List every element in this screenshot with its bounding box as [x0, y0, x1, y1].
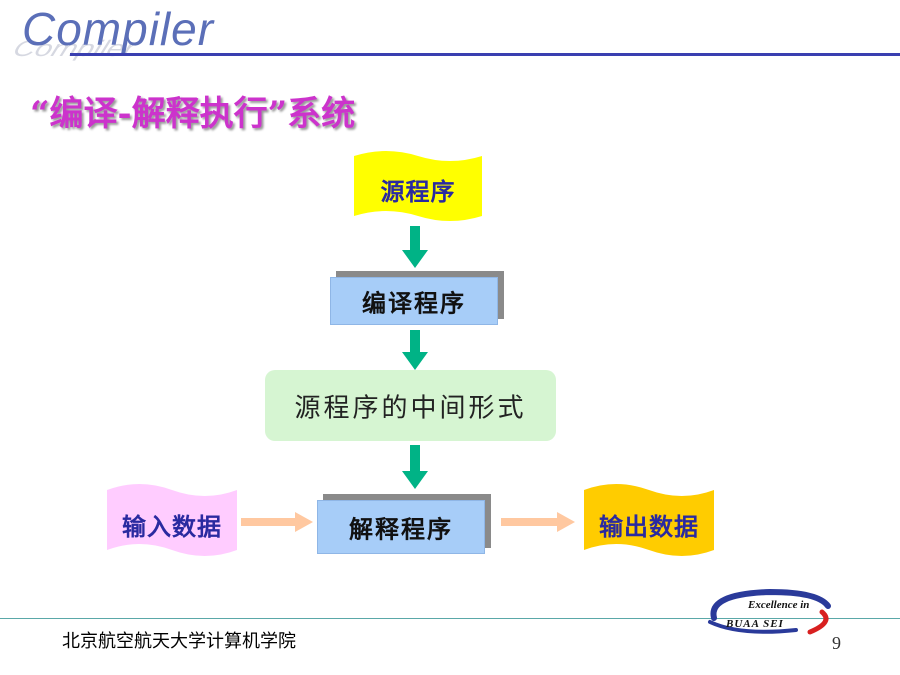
footer-divider: [0, 618, 900, 619]
interpreter-program-label: 解释程序: [349, 514, 453, 544]
page-number: 9: [832, 633, 841, 653]
badge-line-2: BUAA SEI: [726, 618, 784, 630]
output-data-label: 输出数据: [599, 512, 699, 541]
compiler-program-box: 编译程序: [330, 277, 498, 325]
arrow-down-1: [402, 226, 428, 268]
compiler-logo: Compiler Compiler: [10, 2, 242, 72]
footer-school-name: 北京航空航天大学计算机学院: [62, 631, 296, 652]
document-shape: [107, 484, 237, 556]
arrow-right-input: [241, 512, 313, 532]
output-data-node: 输出数据: [582, 482, 716, 558]
intermediate-form-box: 源程序的中间形式: [265, 370, 556, 441]
interpreter-program-box: 解释程序: [317, 500, 485, 554]
badge-line-1: Excellence in: [748, 599, 810, 611]
arrow-right-output: [501, 512, 575, 532]
document-shape: [584, 484, 714, 556]
badge-swoosh: [708, 588, 831, 635]
input-data-label: 输入数据: [122, 512, 222, 541]
logo-text: Compiler: [22, 3, 215, 55]
document-shape: [354, 151, 482, 221]
header-divider: [70, 53, 900, 56]
slide-title: “编译-解释执行”系统: [30, 94, 356, 134]
compiler-program-label: 编译程序: [362, 288, 466, 318]
source-program-label: 源程序: [380, 177, 456, 206]
buaa-sei-badge: Excellence in BUAA SEI: [700, 588, 840, 638]
source-program-node: 源程序: [352, 150, 484, 224]
input-data-node: 输入数据: [105, 482, 239, 558]
arrow-down-3: [402, 445, 428, 489]
arrow-down-2: [402, 330, 428, 370]
intermediate-form-label: 源程序的中间形式: [294, 393, 527, 423]
